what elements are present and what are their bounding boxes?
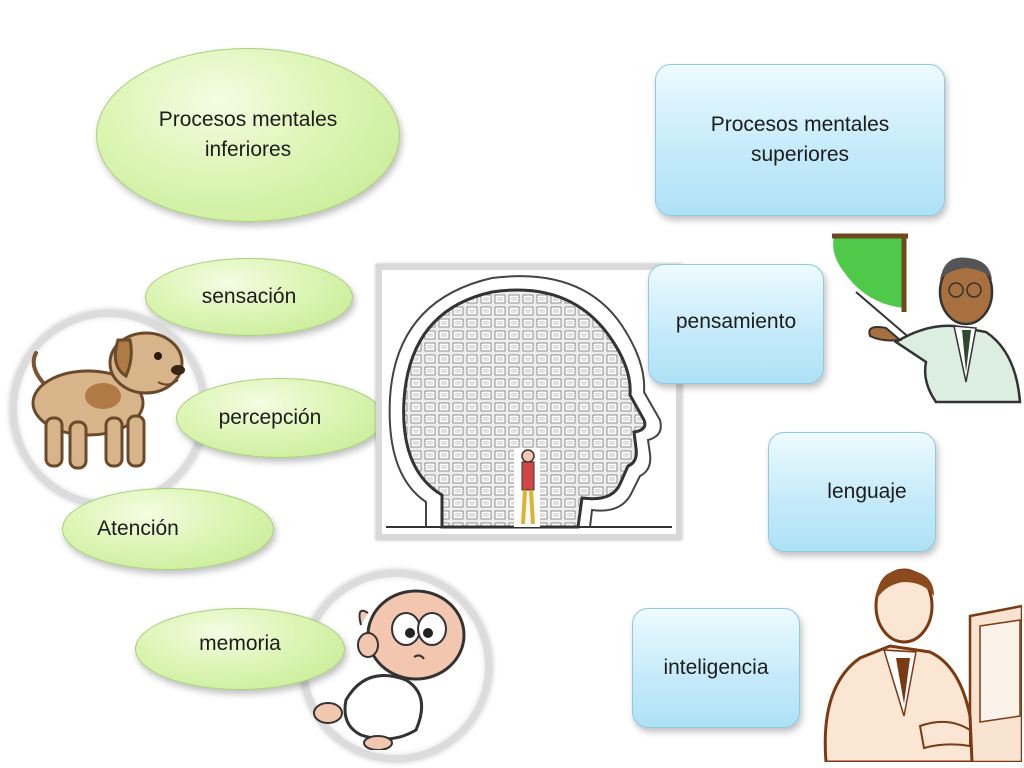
pensamiento-label: pensamiento	[675, 310, 797, 333]
baby-illustration	[313, 589, 466, 750]
memoria-label: memoria	[199, 632, 281, 655]
atencion-label: Atención	[97, 517, 179, 540]
atencion-ellipse: Atención	[62, 488, 274, 570]
inferiores-title-ellipse: Procesos mentales inferiores	[96, 48, 400, 222]
superiores-title: Procesos mentales superiores	[710, 113, 890, 166]
inferiores-title: Procesos mentales inferiores	[158, 108, 338, 161]
sensacion-label: sensación	[201, 285, 297, 308]
percepcion-label: percepción	[218, 406, 322, 429]
head-papers-illustration	[386, 275, 672, 529]
inteligencia-box: inteligencia	[632, 608, 800, 728]
sensacion-ellipse: sensación	[145, 258, 353, 336]
pensamiento-box: pensamiento	[648, 264, 824, 384]
superiores-title-box: Procesos mentales superiores	[655, 64, 945, 216]
percepcion-ellipse: percepción	[176, 378, 384, 458]
lenguaje-label: lenguaje	[827, 480, 907, 503]
dog-illustration	[31, 331, 185, 470]
inteligencia-label: inteligencia	[663, 656, 769, 679]
memoria-ellipse: memoria	[135, 608, 345, 690]
lenguaje-box: lenguaje	[768, 432, 936, 552]
computer-man-illustration	[823, 568, 1022, 762]
teacher-illustration	[832, 233, 1022, 404]
